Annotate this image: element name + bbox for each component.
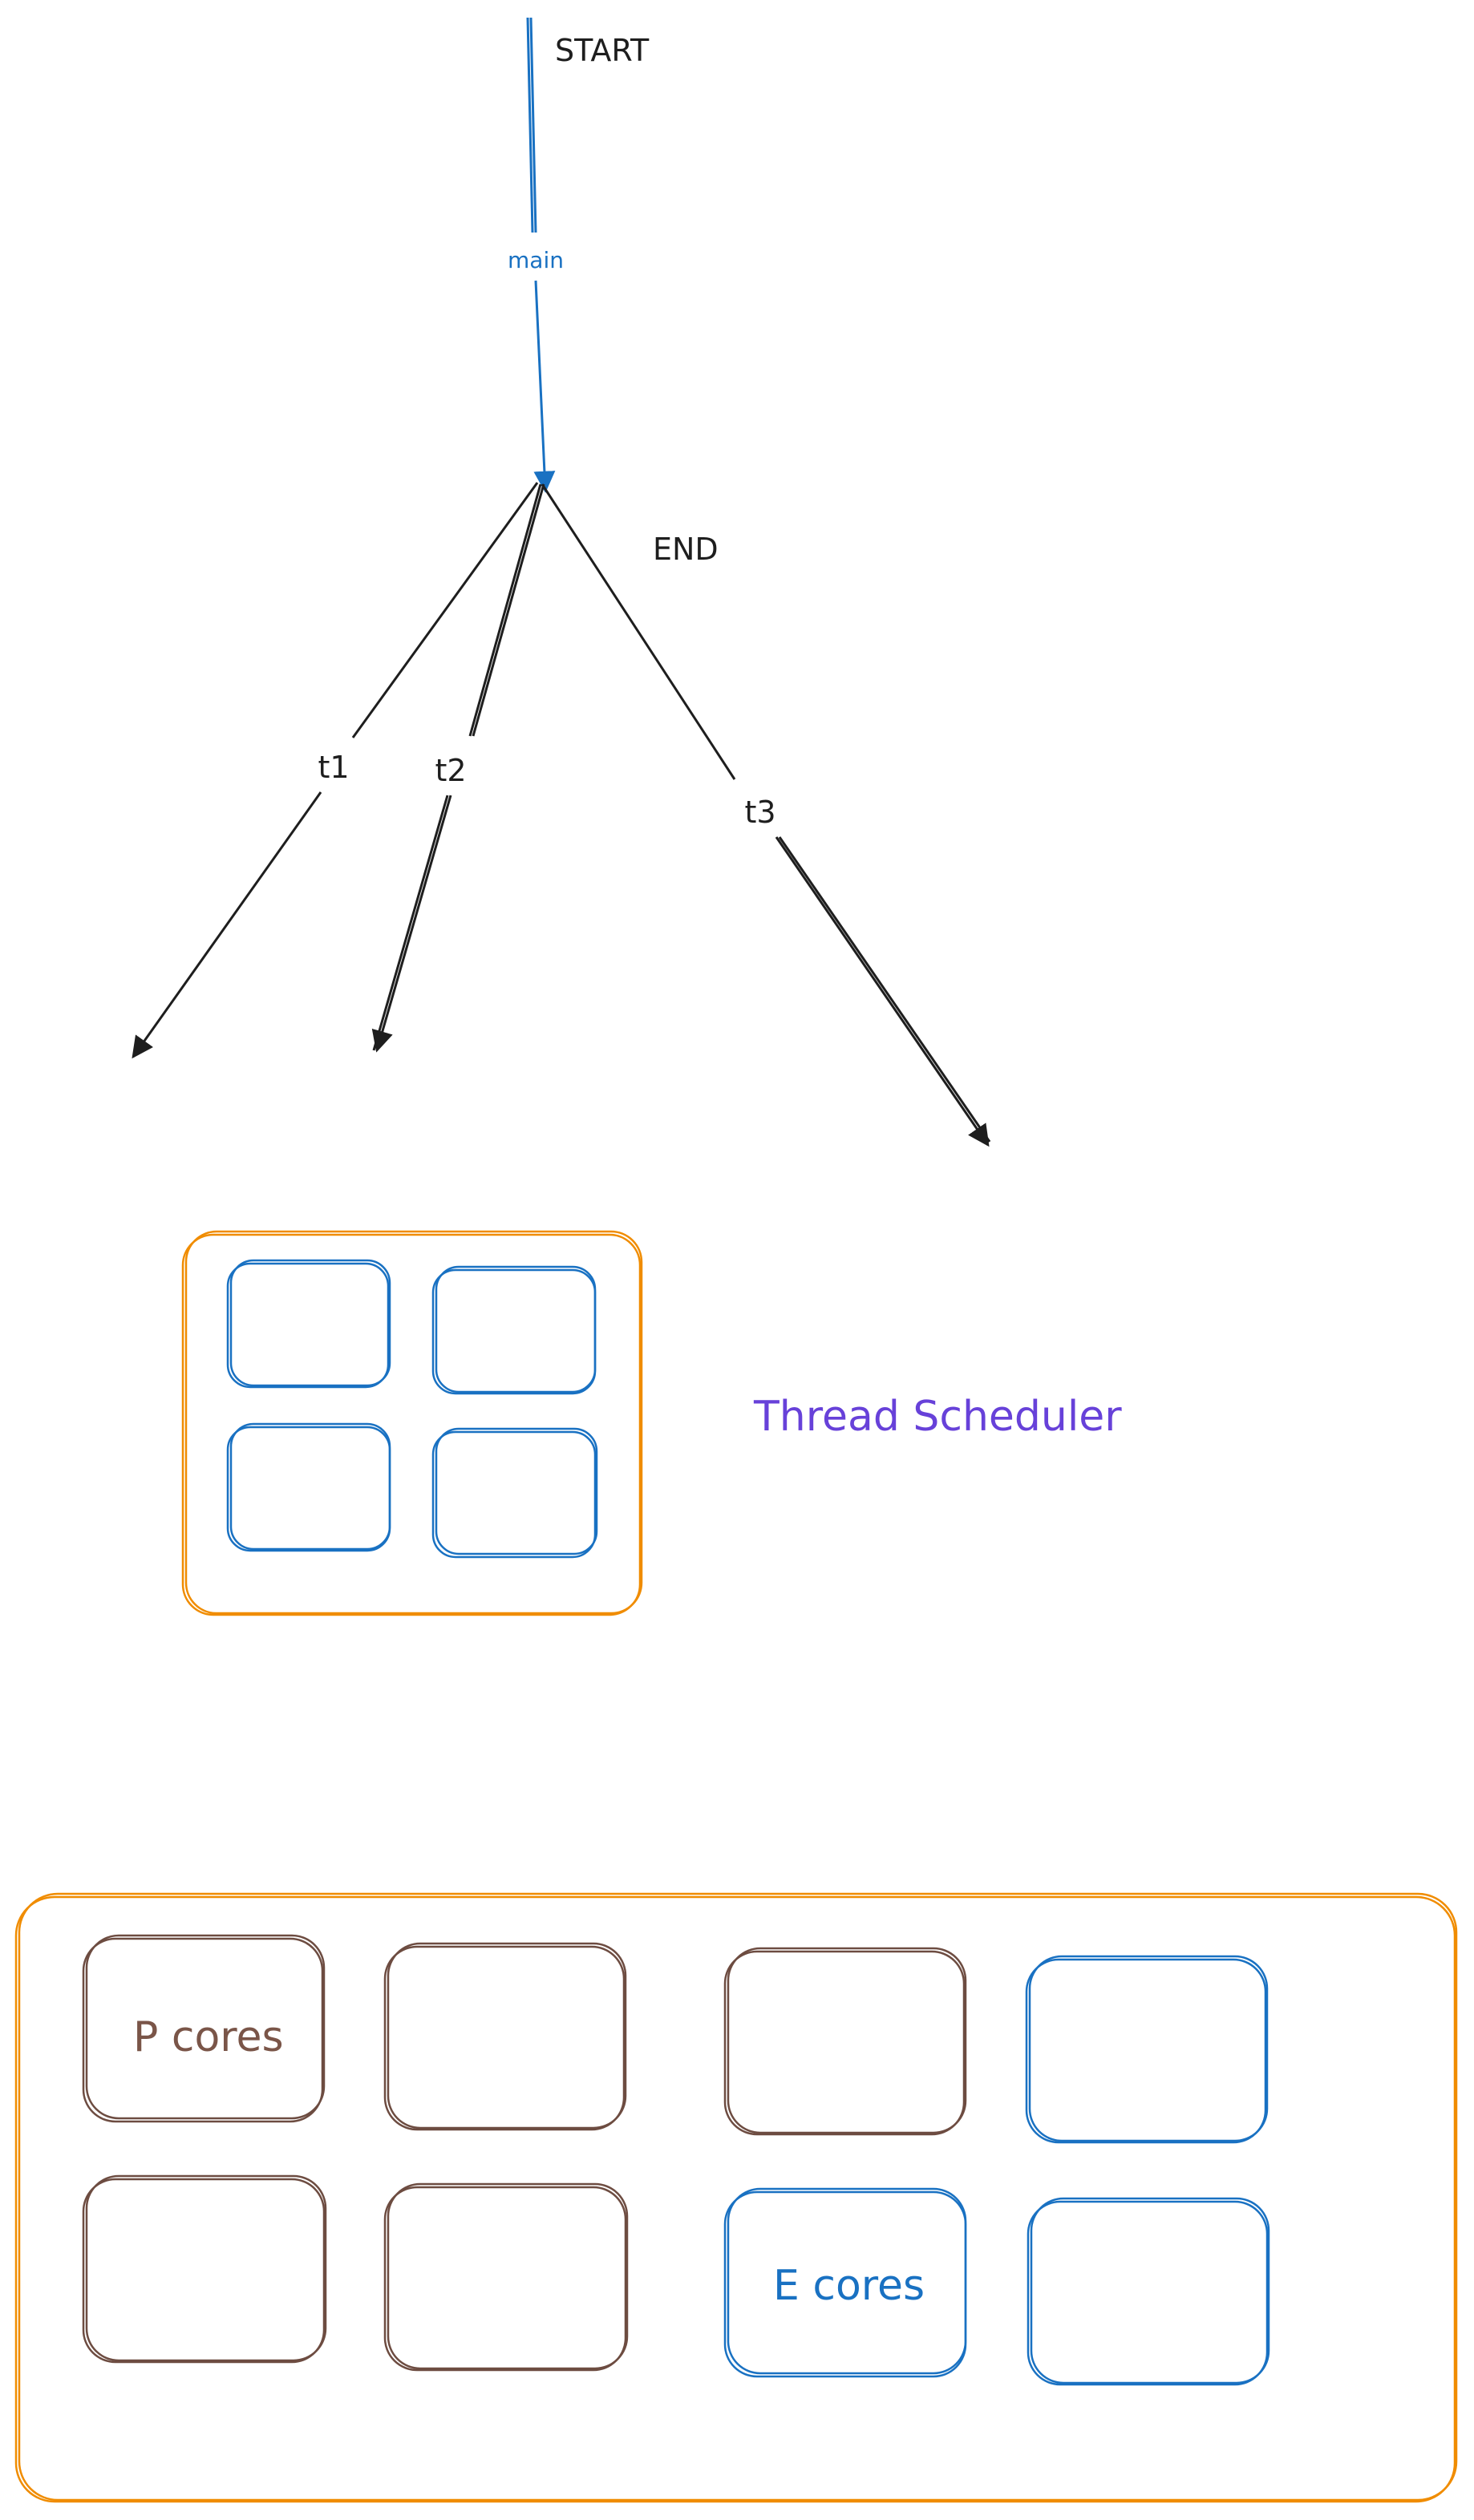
scheduler-slot	[226, 1262, 390, 1389]
scheduler-slot	[431, 1268, 597, 1395]
main-thread-arrow	[526, 17, 556, 493]
thread-scheduler-label: Thread Scheduler	[753, 1393, 1122, 1441]
t3-arrow	[541, 483, 991, 1147]
e-cores-label: E cores	[773, 2262, 925, 2310]
t1-arrow	[132, 482, 539, 1059]
cores-container	[14, 1892, 1458, 2503]
p-core	[383, 1945, 626, 2131]
e-core	[1027, 2200, 1269, 2386]
scheduler-slot	[431, 1430, 597, 1559]
t2-label: t2	[435, 753, 466, 788]
t2-arrow	[371, 483, 545, 1053]
t3-label: t3	[744, 795, 775, 830]
end-label: END	[653, 532, 719, 567]
thread-scheduler-block	[181, 1230, 643, 1616]
p-core	[723, 1950, 966, 2136]
p-cores-label: P cores	[133, 2013, 284, 2061]
p-core	[383, 2186, 627, 2372]
p-core	[82, 1937, 324, 2123]
start-label: START	[555, 33, 650, 68]
e-core	[1025, 1958, 1267, 2144]
main-label: main	[508, 247, 564, 273]
t1-label: t1	[318, 750, 349, 785]
scheduler-slot	[226, 1426, 391, 1552]
p-core	[82, 2178, 326, 2364]
